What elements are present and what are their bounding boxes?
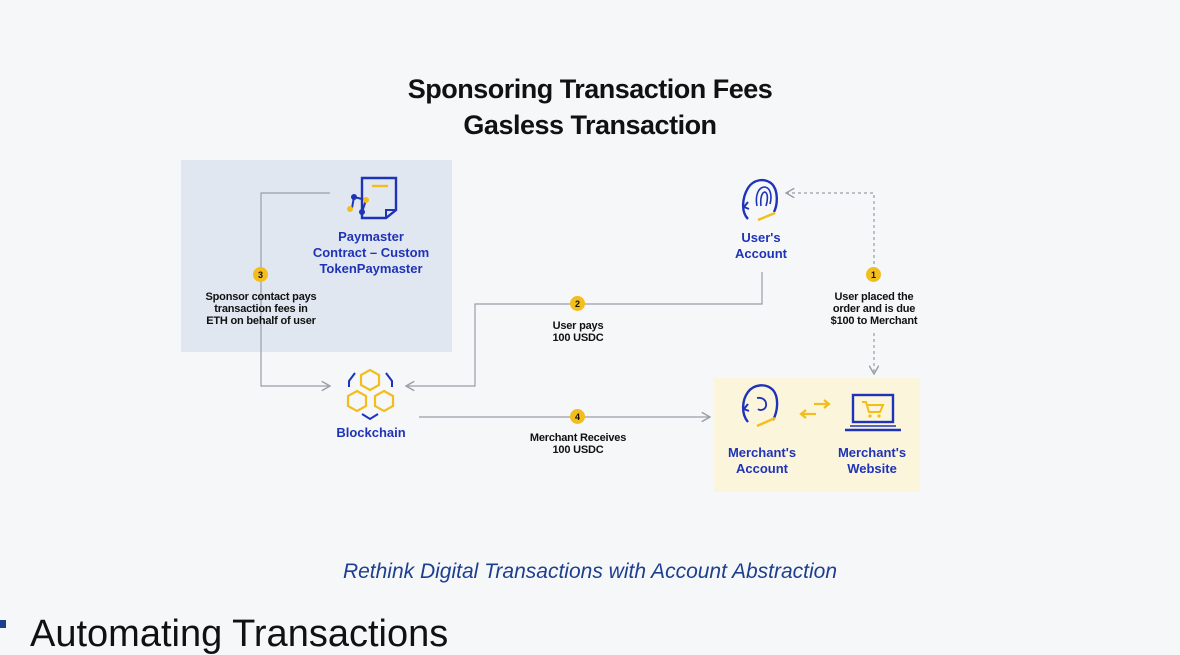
section-heading: Automating Transactions [30,613,449,655]
step-note-2: User pays 100 USDC [552,320,604,344]
step-badge-2: 2 [570,296,585,311]
laptop-cart-icon [845,393,901,432]
step-badge-3: 3 [253,267,268,282]
diagram-title: Sponsoring Transaction Fees [407,74,773,104]
smart-contract-icon [347,176,398,220]
exchange-arrows-icon [799,399,831,419]
diagram-canvas [181,160,920,492]
connector-sponsor-fees [260,192,330,386]
merchant-panel [714,378,920,492]
merchant-account-label: Merchant's Account [727,445,797,476]
user-account-label: User's Account [735,230,787,261]
diagram-figure: Sponsoring Transaction Fees Gasless Tran… [181,74,920,492]
step-badge-1: 1 [866,267,881,282]
paymaster-label: Paymaster Contract – Custom TokenPaymast… [312,229,430,276]
section-marker [0,620,6,628]
figure-caption: Rethink Digital Transactions with Accoun… [342,560,838,583]
merchant-website-label: Merchant's Website [837,445,907,476]
user-fingerprint-icon [741,178,778,222]
merchant-head-icon [741,384,779,428]
diagram-subtitle: Gasless Transaction [463,110,717,140]
connector-order-placed-top [786,193,875,270]
paymaster-panel [181,160,452,352]
step-note-4: Merchant Receives 100 USDC [529,432,627,456]
connector-user-pays [406,272,763,386]
step-note-3: Sponsor contact pays transaction fees in… [205,291,317,327]
step-note-1: User placed the order and is due $100 to… [830,291,918,327]
step-badge-4: 4 [570,409,585,424]
blockchain-cubes-icon [346,368,395,421]
blockchain-label: Blockchain [336,425,406,440]
